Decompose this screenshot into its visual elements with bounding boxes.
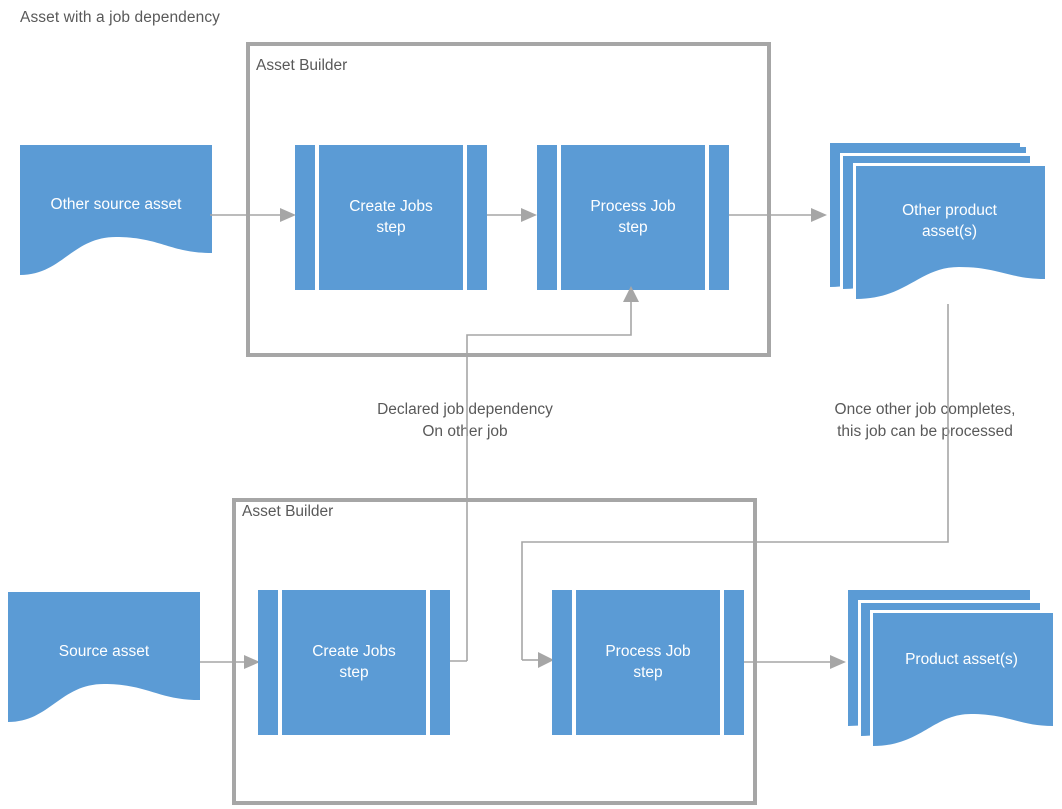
connector-job-completion [521,304,949,668]
connector-processjob-to-product-top [729,208,827,222]
connector-createjobs-to-processjob-top [487,208,537,222]
asset-builder-container-bottom [232,498,757,805]
connector-source-to-createjobs-top [210,208,296,222]
source-asset: Source asset [8,592,200,722]
process-bar-right [426,590,430,735]
other-source-asset: Other source asset [20,145,212,275]
asset-builder-label-bottom: Asset Builder [242,503,334,520]
process-bar-left [572,590,576,735]
process-bar-left [315,145,319,290]
process-bar-right [705,145,709,290]
connector-source-to-createjobs-bottom [200,655,260,669]
document-shape-icon [8,592,200,722]
document-shape-icon [20,145,212,275]
process-bar-left [557,145,561,290]
page-title: Asset with a job dependency [20,9,221,26]
product-assets: Product asset(s) [848,590,1053,750]
multi-document-shape-icon [848,590,1053,746]
process-bar-right [720,590,724,735]
process-bar-right [463,145,467,290]
connector-processjob-to-product-bottom [744,655,846,669]
annotation-once-other-job-completes: Once other job completes,this job can be… [834,401,1016,441]
process-bar-left [278,590,282,735]
asset-builder-label-top: Asset Builder [256,57,348,74]
asset-builder-container-top [246,42,771,357]
multi-document-shape-icon [830,143,1045,299]
